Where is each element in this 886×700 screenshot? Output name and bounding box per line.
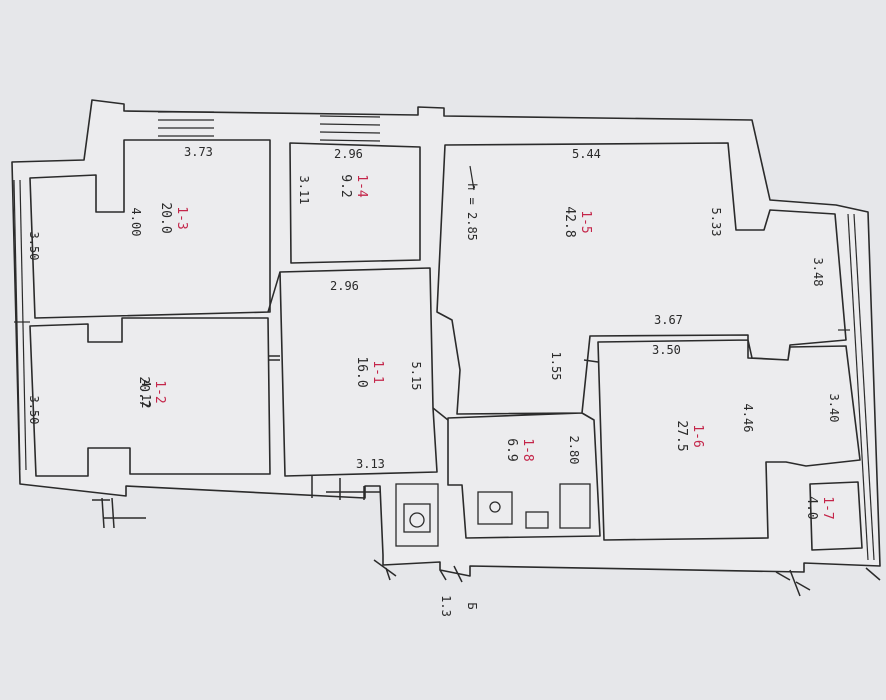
stove-burner	[489, 501, 501, 513]
entry-marker-bottom	[373, 559, 463, 583]
room-1-1-number: 1-1	[370, 360, 385, 383]
room-1-2-number: 1-2	[152, 380, 167, 403]
door-1-1-to-1-3	[267, 271, 281, 313]
room-1-6-number: 1-6	[690, 424, 705, 447]
room-1-7-number: 1-7	[820, 496, 835, 519]
ceiling-height: h = 2.85	[465, 183, 479, 241]
room-1-4-number: 1-4	[354, 174, 369, 198]
room-1-2-area: 20.7	[136, 376, 151, 407]
room-1-8-number: 1-8	[520, 438, 535, 461]
window-room-3	[158, 111, 214, 137]
room-1-5-area: 42.8	[562, 206, 577, 237]
dim-room-1-6-right: 3.40	[827, 394, 841, 423]
dim-room-1-6-left: 4.46	[741, 404, 755, 433]
dim-room-1-8-right: 2.80	[567, 436, 581, 465]
room-1-3-number: 1-3	[174, 206, 189, 229]
dim-room-1-2-right: 4.12	[139, 380, 153, 409]
dim-room-1-3-top: 3.73	[184, 145, 213, 159]
dim-room-1-1-top: 2.96	[330, 279, 359, 293]
dim-room-1-3-right: 4.00	[129, 208, 143, 237]
window-right-wall	[838, 213, 875, 561]
dim-room-1-5-right: 5.33	[709, 208, 723, 237]
dim-room-1-5-top: 5.44	[572, 147, 601, 161]
balcony-area: 1.3	[439, 595, 453, 617]
room-1-1-area: 16.0	[354, 356, 369, 387]
dim-room-1-1-right: 5.15	[409, 362, 423, 391]
sink-fixture	[525, 511, 549, 529]
balcony-label: Б	[465, 602, 479, 609]
room-1-4-area: 9.2	[338, 174, 353, 197]
entry-marker-right	[775, 567, 881, 597]
dim-room-1-4-left: 3.11	[297, 176, 311, 205]
height-marker	[469, 165, 475, 191]
chimney-flue	[409, 512, 425, 528]
corridor-details	[311, 476, 380, 500]
dim-room-1-2-left: 3.50	[27, 396, 41, 425]
dim-room-1-6-top-inner: 3.50	[652, 343, 681, 357]
dim-room-1-4-top: 2.96	[334, 147, 363, 161]
dim-hall-side: 1.55	[549, 352, 563, 381]
window-room-4	[319, 115, 381, 142]
dim-right-wall: 3.48	[811, 258, 825, 287]
dim-room-1-1-bottom: 3.13	[356, 457, 385, 471]
room-1-7-area: 4.0	[804, 496, 819, 519]
window-left-wall	[13, 179, 30, 471]
dim-room-1-3-left: 3.50	[27, 232, 41, 261]
door-hall-to-1-6	[583, 359, 599, 363]
dim-room-1-6-top-outer: 3.67	[654, 313, 683, 327]
room-1-3-area: 20.0	[158, 202, 173, 233]
entry-marker-left	[92, 497, 146, 529]
room-1-5-number: 1-5	[578, 210, 593, 233]
outer-wall	[11, 99, 881, 577]
counter-fixture	[559, 483, 591, 529]
door-hall-to-1-8	[432, 407, 449, 421]
room-1-6-area: 27.5	[674, 420, 689, 451]
room-1-8-area: 6.9	[504, 438, 519, 461]
